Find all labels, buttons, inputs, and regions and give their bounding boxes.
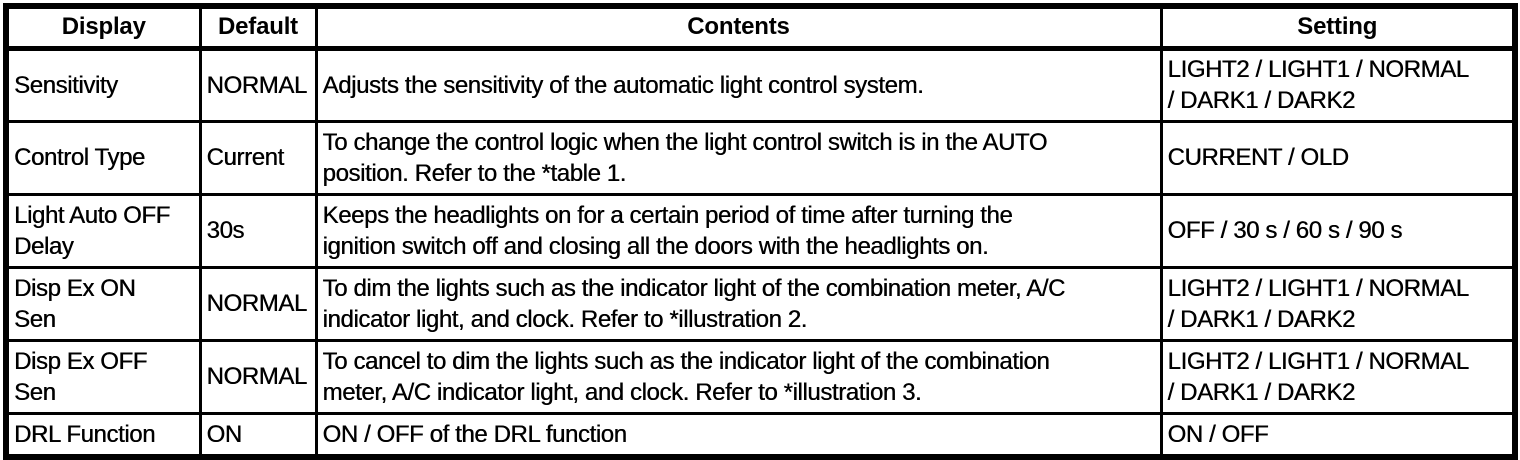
table-row: Sensitivity NORMAL Adjusts the sensitivi…	[4, 46, 1517, 123]
cell-contents: ON / OFF of the DRL function	[314, 411, 1163, 459]
cell-contents: To cancel to dim the lights such as the …	[314, 338, 1163, 415]
column-header-contents: Contents	[314, 4, 1163, 51]
cell-display: Disp Ex ON Sen	[4, 265, 202, 342]
cell-default: ON	[198, 411, 318, 459]
cell-display: Light Auto OFF Delay	[4, 192, 202, 269]
column-header-display: Display	[4, 4, 202, 51]
cell-contents: Keeps the headlights on for a certain pe…	[314, 192, 1163, 269]
cell-setting: LIGHT2 / LIGHT1 / NORMAL / DARK1 / DARK2	[1159, 338, 1517, 415]
column-header-setting: Setting	[1159, 4, 1517, 51]
cell-setting: CURRENT / OLD	[1159, 119, 1517, 196]
table-row: DRL Function ON ON / OFF of the DRL func…	[4, 411, 1517, 459]
cell-contents: To dim the lights such as the indicator …	[314, 265, 1163, 342]
cell-default: NORMAL	[198, 46, 318, 123]
cell-display: Sensitivity	[4, 46, 202, 123]
cell-setting: LIGHT2 / LIGHT1 / NORMAL / DARK1 / DARK2	[1159, 46, 1517, 123]
cell-contents: To change the control logic when the lig…	[314, 119, 1163, 196]
column-header-default: Default	[198, 4, 318, 51]
table-row: Disp Ex ON Sen NORMAL To dim the lights …	[4, 265, 1517, 342]
cell-default: NORMAL	[198, 265, 318, 342]
header-row: Display Default Contents Setting	[4, 4, 1517, 51]
cell-display: Control Type	[4, 119, 202, 196]
cell-setting: OFF / 30 s / 60 s / 90 s	[1159, 192, 1517, 269]
cell-display: Disp Ex OFF Sen	[4, 338, 202, 415]
cell-default: Current	[198, 119, 318, 196]
table-row: Light Auto OFF Delay 30s Keeps the headl…	[4, 192, 1517, 269]
light-control-settings-table: Display Default Contents Setting Sensiti…	[3, 3, 1518, 460]
cell-setting: ON / OFF	[1159, 411, 1517, 459]
cell-display: DRL Function	[4, 411, 202, 459]
cell-default: NORMAL	[198, 338, 318, 415]
cell-contents: Adjusts the sensitivity of the automatic…	[314, 46, 1163, 123]
cell-default: 30s	[198, 192, 318, 269]
table-row: Control Type Current To change the contr…	[4, 119, 1517, 196]
table-row: Disp Ex OFF Sen NORMAL To cancel to dim …	[4, 338, 1517, 415]
cell-setting: LIGHT2 / LIGHT1 / NORMAL / DARK1 / DARK2	[1159, 265, 1517, 342]
